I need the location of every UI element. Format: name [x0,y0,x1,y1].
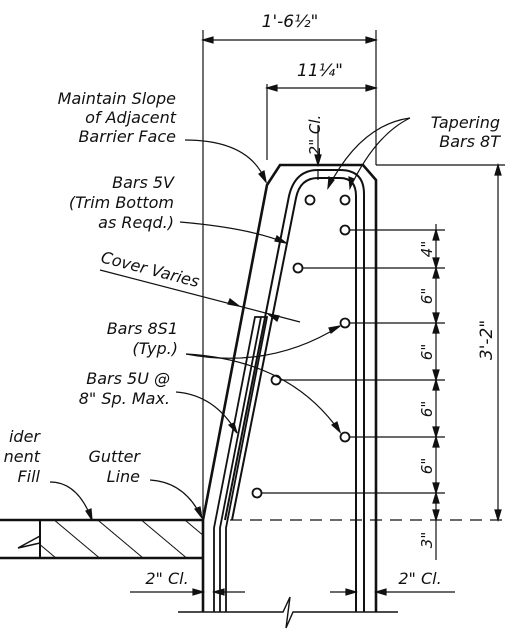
spacing-label-3: 6" [418,344,436,360]
overall-height-label: 3'-2" [477,320,497,360]
svg-text:Bars 5U @: Bars 5U @ [86,369,170,388]
rebar-circles [251,194,351,499]
spacing-label-6: 3" [418,532,436,548]
svg-text:Barrier Face: Barrier Face [78,127,176,146]
svg-text:(Typ.): (Typ.) [132,339,178,358]
dimension-lines [130,30,505,596]
note-gutter-line: Gutter Line [88,447,141,486]
svg-text:Bars 5V: Bars 5V [112,173,175,192]
svg-text:Fill: Fill [17,467,40,486]
note-tapering-bars: Tapering Bars 8T [431,113,501,151]
top-cover-label: 2" Cl. [306,115,324,156]
note-cover-varies: Cover Varies [99,247,201,291]
pavement-slab [0,518,203,560]
svg-text:as Reqd.): as Reqd.) [98,213,174,232]
svg-text:Maintain Slope: Maintain Slope [58,89,176,108]
svg-text:ider: ider [9,427,41,446]
svg-text:Bars 8S1: Bars 8S1 [107,319,178,338]
bottom-cover-right-label: 2" Cl. [398,569,441,588]
svg-text:8" Sp. Max.: 8" Sp. Max. [79,389,170,408]
note-bars-8s1: Bars 8S1 (Typ.) [107,319,178,358]
note-bars-5v: Bars 5V (Trim Bottom as Reqd.) [69,173,175,232]
note-shoulder-pavement: ider nent Fill [4,427,42,486]
svg-text:Bars 8T: Bars 8T [439,132,501,151]
svg-text:of Adjacent: of Adjacent [85,108,177,127]
spacing-label-1: 4" [418,241,436,257]
leader-lines [49,117,411,521]
top-width-label: 11¼" [297,61,343,81]
svg-text:Tapering: Tapering [431,113,500,132]
bottom-cover-left-label: 2" Cl. [145,569,188,588]
bars-5u [213,316,269,612]
spacing-label-2: 6" [418,288,436,304]
svg-text:(Trim Bottom: (Trim Bottom [69,193,174,212]
svg-text:Line: Line [107,467,141,486]
spacing-label-4: 6" [418,401,436,417]
note-bars-5u: Bars 5U @ 8" Sp. Max. [79,369,170,408]
overall-width-label: 1'-6½" [262,12,319,32]
note-maintain-slope: Maintain Slope of Adjacent Barrier Face [58,89,177,146]
svg-text:Gutter: Gutter [88,447,141,466]
svg-text:nent: nent [4,447,41,466]
spacing-label-5: 6" [418,458,436,474]
